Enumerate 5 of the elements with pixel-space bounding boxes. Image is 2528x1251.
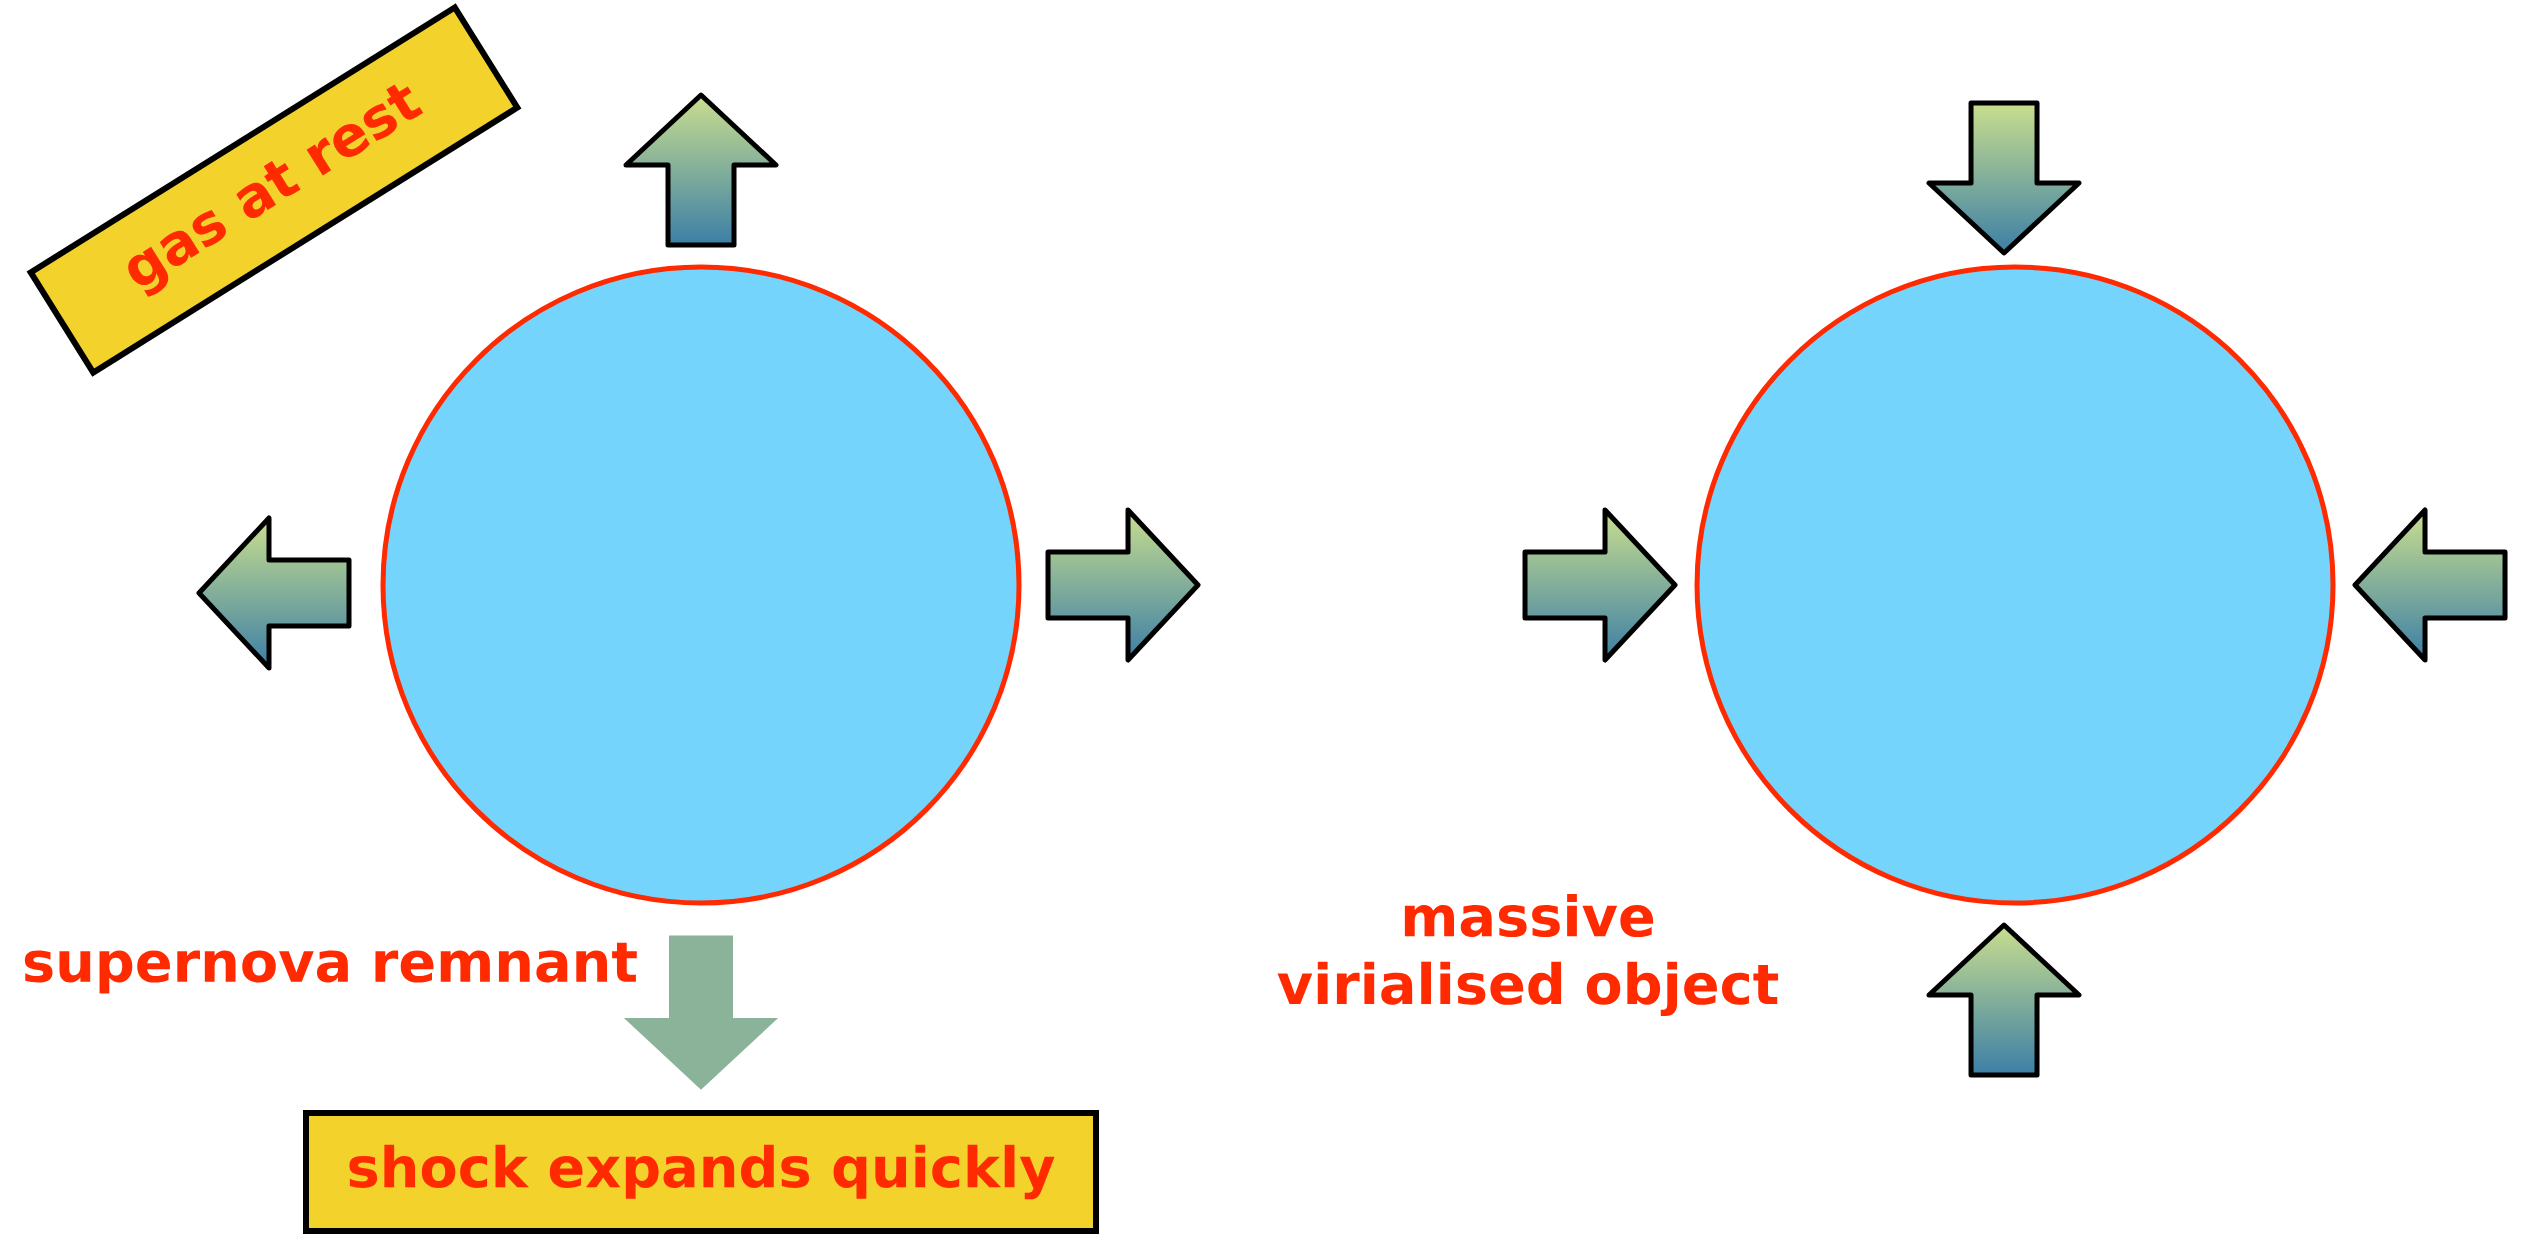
note-box: shock expands quickly: [303, 1110, 1099, 1234]
circle-shape: [1694, 264, 2336, 906]
caption-text: supernova remnant: [24, 942, 637, 994]
caption-text: massive virialised object: [1277, 893, 1779, 1017]
circle-shape: [380, 264, 1022, 906]
